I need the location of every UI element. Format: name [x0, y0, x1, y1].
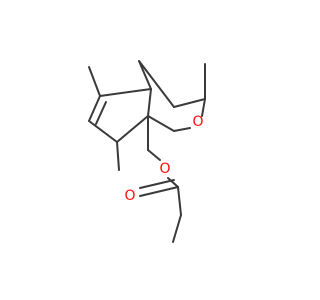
- bond-bridgehead-to-bridge: [138, 60, 152, 90]
- bond-ch-to-quaternary: [116, 115, 149, 143]
- bond-carbonyl-to-o-double-1: [139, 186, 179, 197]
- bond-bridgehead-to-alkene-c: [99, 88, 152, 97]
- bond-methyl-bottom-left: [116, 141, 120, 171]
- bond-group: [88, 60, 206, 243]
- bond-alkene-to-ch: [88, 120, 118, 143]
- bond-ch-to-ch-ring: [173, 98, 206, 108]
- molecule-structure-diagram: O O O: [0, 0, 300, 300]
- bond-carbonyl-to-o-double-2: [139, 179, 175, 189]
- bond-alkene-double-1: [88, 95, 101, 122]
- bond-carbonyl-to-ch2: [177, 186, 182, 216]
- bond-ch2-to-ester-o: [147, 149, 161, 161]
- bond-quaternary-to-ch2: [147, 115, 175, 132]
- bond-methyl-top-left: [88, 66, 101, 97]
- bond-bridgehead-to-quaternary: [147, 88, 152, 117]
- bond-ch2-to-ch3: [172, 214, 182, 243]
- bond-alkene-double-2: [95, 101, 107, 125]
- carbonyl-oxygen-label: O: [124, 188, 135, 204]
- bond-ch2-to-ring-o: [173, 127, 191, 132]
- ring-oxygen-label: O: [192, 114, 203, 130]
- bond-bridge-to-ch: [138, 60, 175, 108]
- canvas-background: [0, 0, 300, 300]
- bond-ester-o-to-carbonyl: [167, 177, 179, 188]
- ester-oxygen-label: O: [159, 161, 170, 177]
- bond-ring-o-to-ch: [201, 98, 206, 117]
